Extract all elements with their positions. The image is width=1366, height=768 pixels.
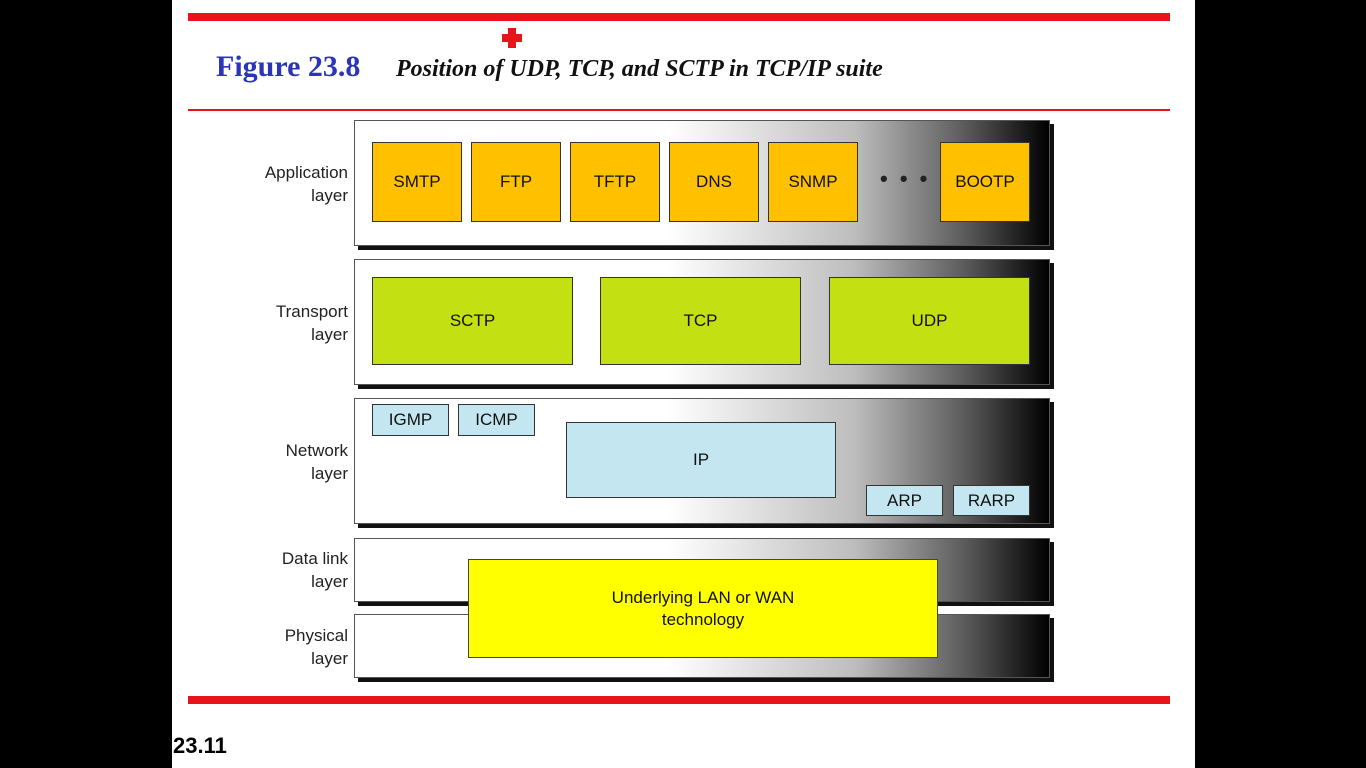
top-red-bar: [188, 13, 1170, 21]
protocol-tcp: TCP: [600, 277, 801, 365]
protocol-dns: DNS: [669, 142, 759, 222]
application-layer-label: Application layer: [264, 163, 348, 205]
protocol-igmp: IGMP: [372, 404, 449, 436]
protocol-snmp: SNMP: [768, 142, 858, 222]
network-layer-label: Network layer: [285, 441, 348, 483]
protocol-udp: UDP: [829, 277, 1030, 365]
underlying-technology: Underlying LAN or WAN technology: [468, 559, 938, 658]
figure-number: Figure 23.8: [216, 50, 361, 83]
protocol-ftp: FTP: [471, 142, 561, 222]
protocol-arp: ARP: [866, 485, 943, 516]
physical-layer-label: Physical layer: [284, 626, 348, 668]
slide-number: 23.11: [173, 733, 227, 758]
transport-layer-label: Transport layer: [275, 302, 348, 344]
ellipsis: • • •: [880, 166, 931, 191]
protocol-sctp: SCTP: [372, 277, 573, 365]
title-divider: [188, 109, 1170, 111]
figure-caption: Position of UDP, TCP, and SCTP in TCP/IP…: [396, 56, 883, 82]
protocol-rarp: RARP: [953, 485, 1030, 516]
protocol-smtp: SMTP: [372, 142, 462, 222]
datalink-layer-label: Data link layer: [281, 549, 348, 591]
red-cross-icon: [502, 28, 522, 48]
protocol-icmp: ICMP: [458, 404, 535, 436]
protocol-tftp: TFTP: [570, 142, 660, 222]
bottom-red-bar: [188, 696, 1170, 704]
protocol-bootp: BOOTP: [940, 142, 1030, 222]
protocol-ip: IP: [566, 422, 836, 498]
